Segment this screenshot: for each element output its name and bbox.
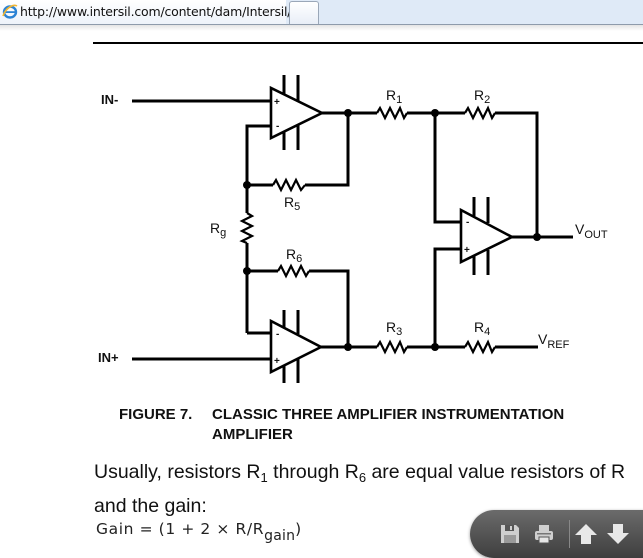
label-rg: Rg	[210, 220, 226, 239]
browser-tab[interactable]: http://www.intersil.com/content/dam/Inte…	[0, 0, 311, 24]
opamp-bot-minus: -	[276, 329, 279, 340]
figure-title-line2: AMPLIFIER	[212, 426, 293, 443]
wire-r5-right	[305, 113, 350, 187]
floppy-disk-icon[interactable]	[498, 522, 522, 546]
label-in-minus: IN-	[101, 92, 118, 107]
content-top-shadow	[0, 25, 643, 31]
browser-tab-bar: http://www.intersil.com/content/dam/Inte…	[0, 0, 643, 25]
para-sub: 6	[358, 470, 367, 485]
formula-text: Gain = (1 + 2 × R/R	[96, 520, 265, 538]
label-vref: VREF	[538, 331, 570, 351]
opamp-bot-plus: +	[274, 356, 280, 367]
opamp-top-minus: -	[276, 121, 279, 132]
printer-icon[interactable]	[532, 522, 556, 546]
horizontal-rule	[93, 42, 643, 44]
resistor-r4	[464, 339, 496, 355]
label-r6: R6	[286, 246, 302, 265]
junction-dot	[243, 181, 251, 189]
resistor-r5	[272, 177, 306, 193]
label-r3: R3	[386, 319, 402, 338]
wire-r6-right	[309, 269, 350, 347]
opamp-output	[459, 207, 515, 265]
wire-top-feedback	[245, 124, 271, 213]
junction-dot	[243, 267, 251, 275]
opamp-top-plus: +	[274, 97, 280, 108]
ie-icon	[2, 4, 18, 19]
new-tab-button[interactable]	[289, 1, 319, 24]
label-in-plus: IN+	[98, 350, 119, 365]
formula-sub: gain	[264, 528, 296, 544]
figure-number: FIGURE 7.	[119, 406, 193, 423]
label-r2: R2	[474, 87, 490, 106]
arrow-down-icon[interactable]	[606, 522, 630, 546]
para-text: are equal value resistors of R and the g…	[94, 461, 626, 517]
resistor-r6	[277, 263, 310, 279]
wire-r3-node-plus	[433, 247, 461, 347]
wire-r2-out	[495, 111, 539, 237]
formula-end: )	[295, 520, 302, 538]
junction-dot	[533, 233, 541, 241]
gain-formula: Gain = (1 + 2 × R/Rgain)	[96, 520, 302, 544]
para-text: through R	[267, 461, 359, 483]
figure-caption: FIGURE 7. CLASSIC THREE AMPLIFIER INSTRUM…	[119, 405, 564, 445]
opamp-out-minus: -	[466, 217, 469, 228]
toolbar-separator	[569, 520, 570, 548]
opamp-bottom	[269, 318, 324, 375]
para-sub: 1	[260, 470, 268, 485]
pdf-toolbar	[470, 510, 643, 558]
label-r4: R4	[474, 319, 490, 338]
tab-title: http://www.intersil.com/content/dam/Inte…	[20, 4, 311, 19]
arrow-up-icon[interactable]	[574, 522, 598, 546]
wire-r1-node-minus	[433, 113, 461, 224]
resistor-r2	[464, 105, 496, 121]
opamp-out-plus: +	[464, 245, 470, 256]
resistor-rg	[239, 212, 255, 245]
junction-dot	[431, 343, 439, 351]
para-text: Usually, resistors R	[94, 461, 261, 483]
label-r1: R1	[386, 87, 402, 106]
label-r5: R5	[284, 194, 300, 213]
figure-title-line1: CLASSIC THREE AMPLIFIER INSTRUMENTATION	[212, 406, 565, 423]
resistor-r3	[376, 339, 408, 355]
junction-dot	[344, 109, 352, 117]
junction-dot	[431, 109, 439, 117]
body-paragraph: Usually, resistors R1 through R6 are equ…	[94, 458, 634, 521]
label-vout: VOUT	[575, 221, 608, 241]
junction-dot	[344, 343, 352, 351]
resistor-r1	[376, 105, 408, 121]
